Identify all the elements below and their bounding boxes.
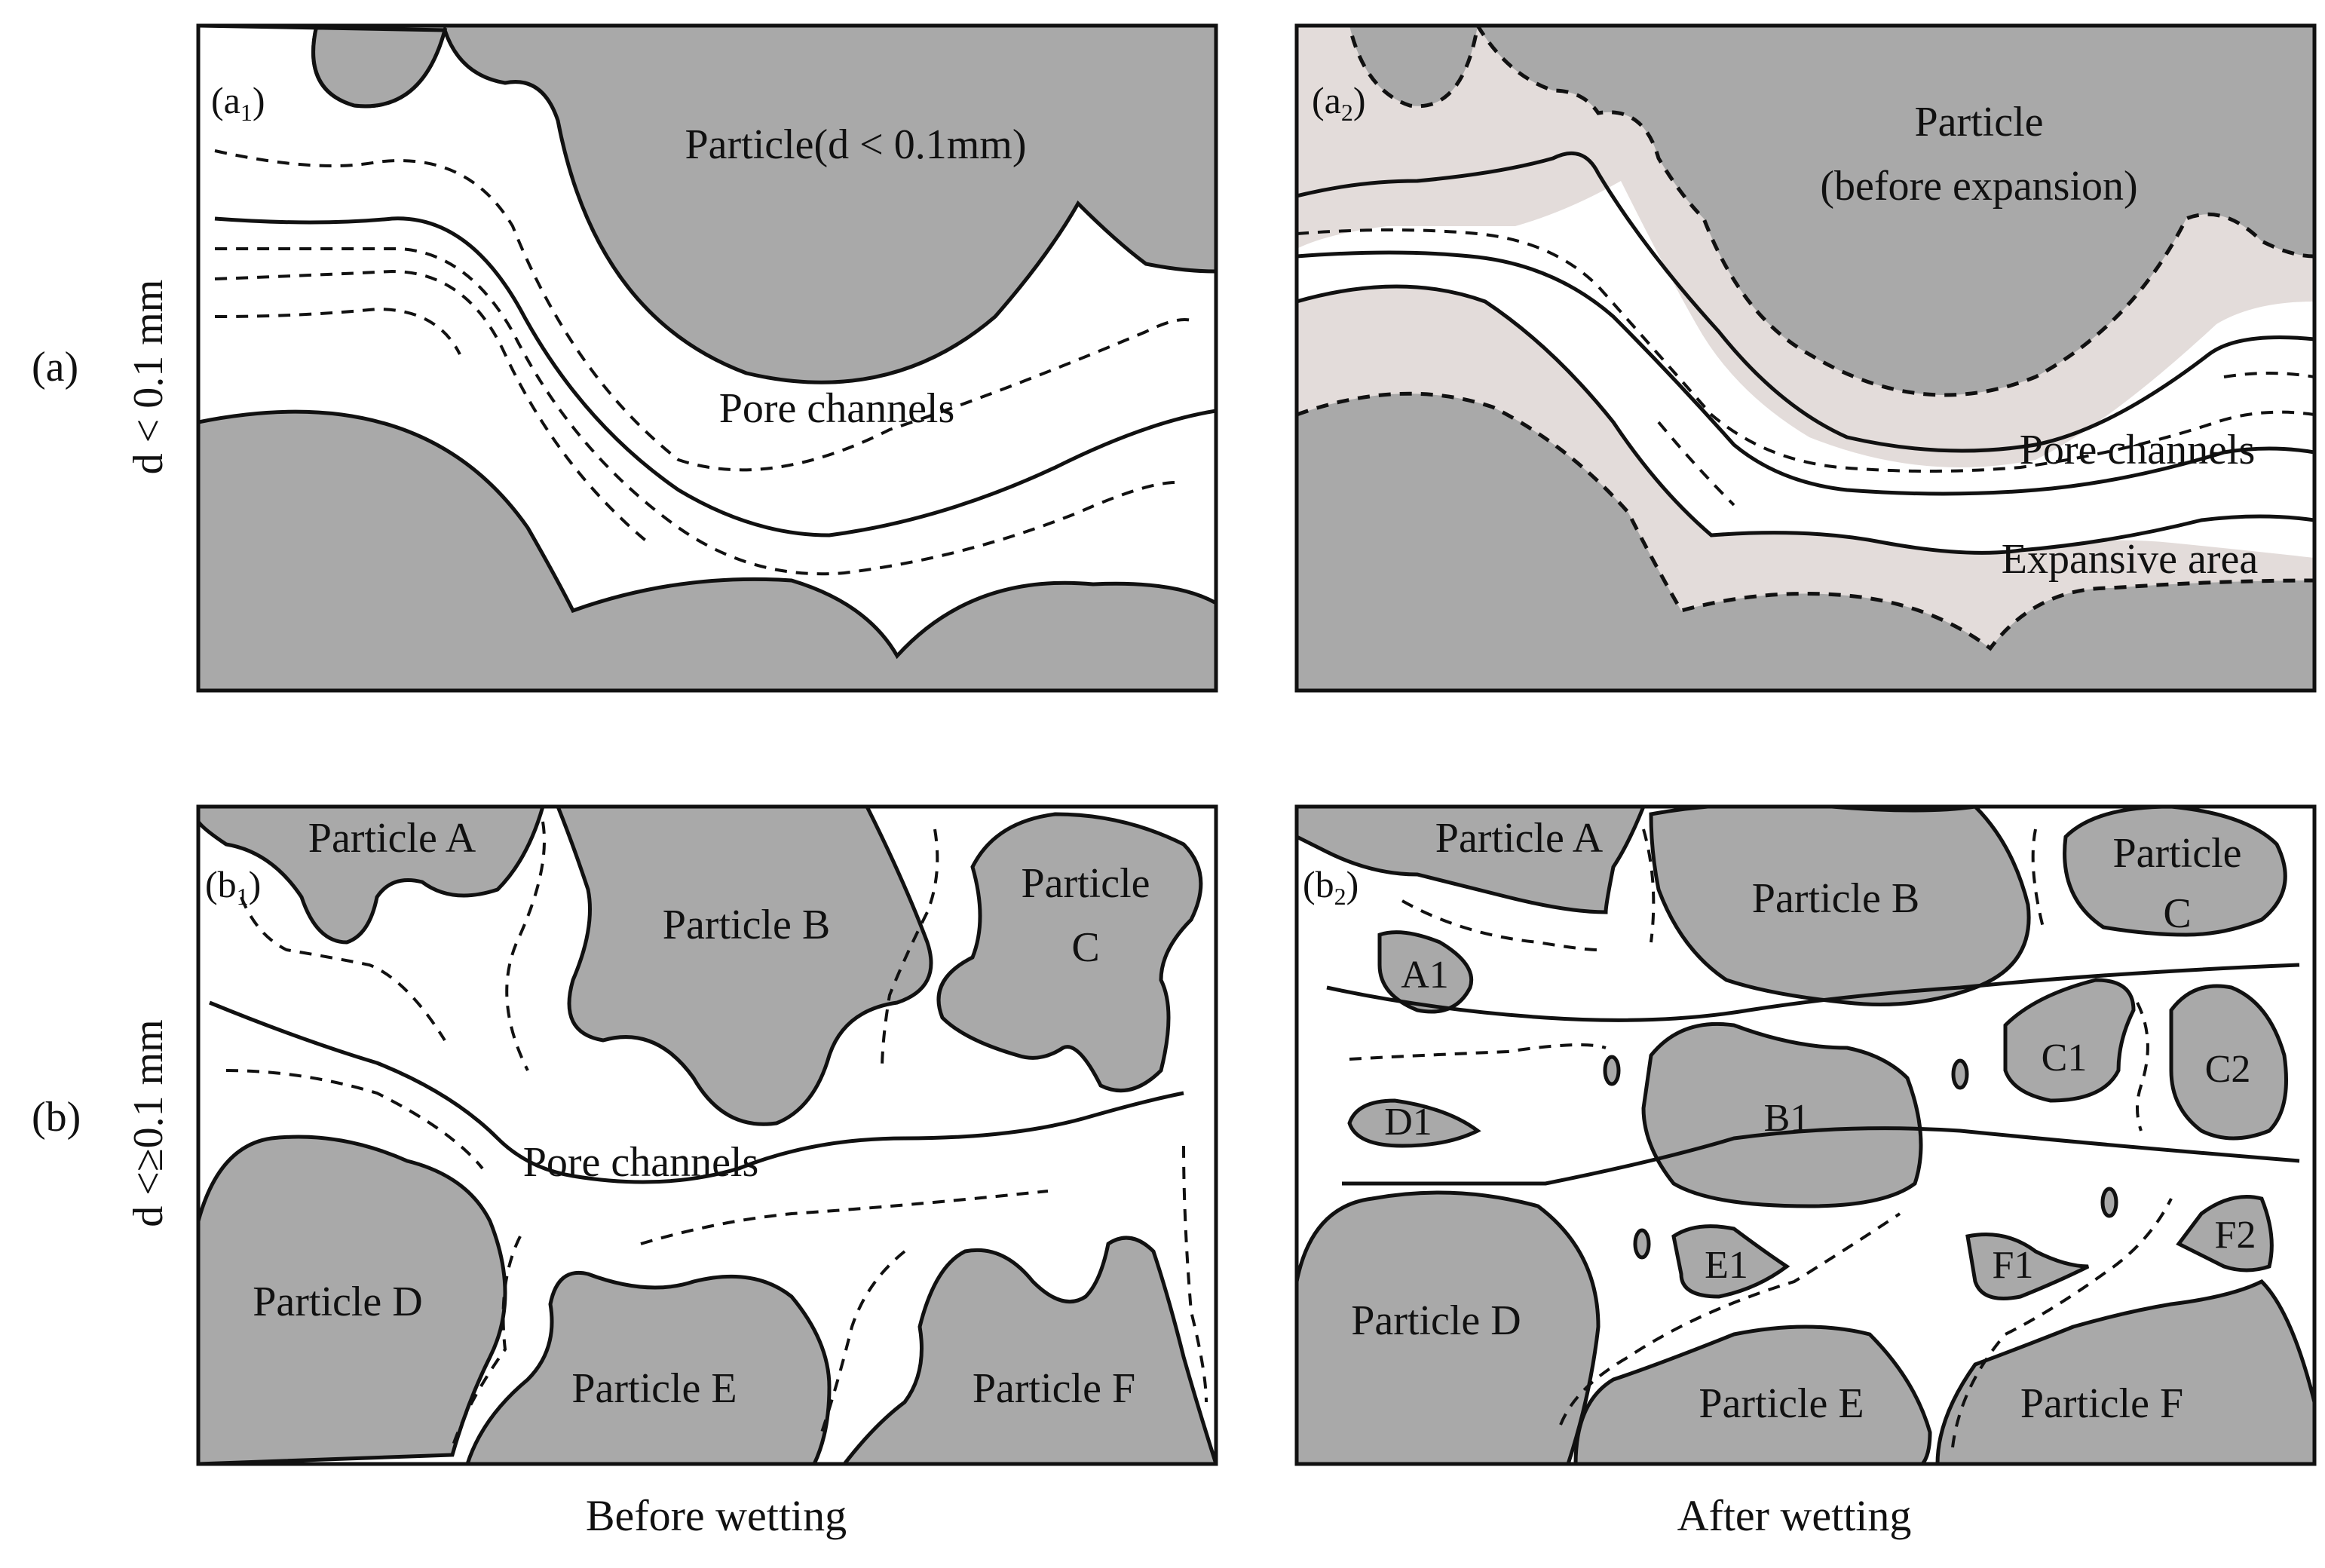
label-particle-d-b2: Particle D	[1351, 1297, 1521, 1344]
particle-bump	[198, 26, 448, 109]
particle-bottom	[198, 409, 1216, 691]
label-pore-channels-a2: Pore channels	[2020, 427, 2256, 473]
dashed-line-b2-7	[1951, 1198, 2173, 1448]
particle-top-a2	[1297, 26, 2314, 397]
label-f1: F1	[1993, 1244, 2034, 1287]
particle-e1-b2	[1671, 1224, 1790, 1299]
grain-3	[1633, 1228, 1651, 1260]
particle-bottom-a2	[1297, 391, 2314, 691]
label-particle-e-b2: Particle E	[1699, 1380, 1864, 1427]
label-particle-d-b1: Particle D	[253, 1279, 422, 1325]
label-c1: C1	[2042, 1037, 2088, 1080]
label-particle-b-b1: Particle B	[663, 902, 830, 948]
label-particle-c-b2-line1: Particle	[2112, 830, 2241, 877]
row-label-a: (a)	[32, 344, 78, 390]
particle-a-b2	[1297, 807, 1646, 914]
label-a1: A1	[1401, 954, 1449, 997]
label-particle-c-b2-line2: C	[2163, 890, 2191, 937]
grain-1	[1603, 1055, 1621, 1086]
dashed-line-1	[214, 149, 1192, 472]
solid-line-1	[214, 216, 1216, 537]
dashed-line-b1-6	[451, 1236, 522, 1448]
row-label-b: (b)	[32, 1094, 81, 1141]
particle-a1-b2	[1377, 930, 1474, 1014]
panel-tag-b2: (b2)	[1303, 863, 1359, 910]
label-particle-b-b2: Particle B	[1752, 875, 1919, 922]
label-b1: B1	[1764, 1097, 1810, 1140]
dashed-line-b1-1	[225, 1069, 484, 1170]
particle-e-b2	[1573, 1325, 1932, 1464]
particle-d1-b2	[1347, 1098, 1481, 1148]
label-particle-c-b1-line2: C	[1071, 924, 1099, 971]
label-particle-c-b1-line1: Particle	[1021, 860, 1150, 907]
label-particle-f-b2: Particle F	[2020, 1380, 2183, 1427]
dashed-line-b2-4	[2031, 828, 2045, 928]
dashed-line-b1-3	[505, 821, 546, 1071]
label-c2: C2	[2205, 1048, 2251, 1091]
caption-before-wetting: Before wetting	[586, 1491, 847, 1540]
label-particle-a1: Particle(d < 0.1mm)	[685, 121, 1026, 168]
grain-4	[2100, 1187, 2118, 1218]
solid-line-b1-1	[209, 1000, 1184, 1184]
label-f2: F2	[2215, 1214, 2256, 1257]
panel-tag-a2: (a2)	[1312, 79, 1366, 126]
solid-line-a2-3	[1297, 284, 2314, 555]
particle-a-b1	[198, 807, 545, 945]
axis-label-b: d <≥0.1 mm	[125, 1019, 172, 1227]
dashed-line-b2-1	[1349, 1043, 1607, 1061]
dashed-line-4	[214, 307, 461, 355]
particle-b1-b2	[1641, 1021, 1923, 1208]
caption-after-wetting: After wetting	[1677, 1491, 1912, 1540]
dashed-line-b2-5	[2136, 1002, 2149, 1132]
solid-line-a2-1	[1297, 151, 2314, 453]
panel-tag-b1: (b1)	[205, 863, 261, 910]
label-d1: D1	[1384, 1101, 1432, 1144]
particle-b-b1	[556, 807, 933, 1126]
particle-c2-b2	[2169, 984, 2288, 1141]
label-particle-a-b1: Particle A	[308, 815, 476, 862]
label-particle-a-b2: Particle A	[1435, 815, 1604, 862]
label-particle-a2-line1: Particle	[1914, 99, 2043, 145]
solid-line-b2-2	[1341, 1126, 2300, 1186]
particle-d-b1	[198, 1135, 507, 1464]
label-expansive-area: Expansive area	[2002, 536, 2259, 583]
dashed-line-b2-6	[1559, 1212, 1901, 1426]
solid-line-b2-1	[1326, 963, 2300, 1022]
particle-f-b2	[1935, 1279, 2314, 1464]
particle-f1-b2	[1965, 1233, 2090, 1300]
dashed-line-2	[215, 247, 1177, 576]
label-e1: E1	[1705, 1244, 1748, 1287]
panel-b1: (b1) Particle A Particle B Particle C Pa…	[196, 804, 1218, 1466]
panel-a2: (a2) Particle (before expansion) Pore ch…	[1294, 23, 2317, 693]
dashed-line-b1-4	[881, 828, 939, 1071]
particle-f-b1	[841, 1236, 1216, 1464]
particle-f2-b2	[2176, 1195, 2274, 1272]
dashed-line-a2-1	[1297, 228, 2314, 473]
dashed-line-a2-3	[2223, 372, 2314, 378]
particle-c1-b2	[2003, 978, 2136, 1103]
label-pore-channels-b1: Pore channels	[523, 1139, 759, 1186]
label-pore-channels-a1: Pore channels	[719, 385, 955, 432]
particle-e-b1	[465, 1270, 832, 1464]
axis-label-a: d < 0.1 mm	[125, 280, 172, 475]
dashed-line-b2-2	[1401, 899, 1599, 951]
solid-line-a2-2	[1297, 250, 2314, 496]
grain-2	[1951, 1058, 1969, 1090]
dashed-line-3	[214, 269, 650, 544]
label-particle-f-b1: Particle F	[973, 1365, 1135, 1412]
particle-c-b1	[936, 812, 1203, 1093]
dashed-line-b1-7	[820, 1250, 906, 1433]
dashed-line-b1-8	[1182, 1145, 1208, 1403]
panel-tag-a1: (a1)	[211, 79, 265, 126]
panel-a1: (a1) Particle(d < 0.1mm) Pore channels	[196, 23, 1218, 693]
label-particle-a2-line2: (before expansion)	[1820, 163, 2137, 210]
panel-b2: (b2) Particle A Particle B Particle C Pa…	[1294, 804, 2317, 1466]
label-particle-e-b1: Particle E	[571, 1365, 737, 1412]
